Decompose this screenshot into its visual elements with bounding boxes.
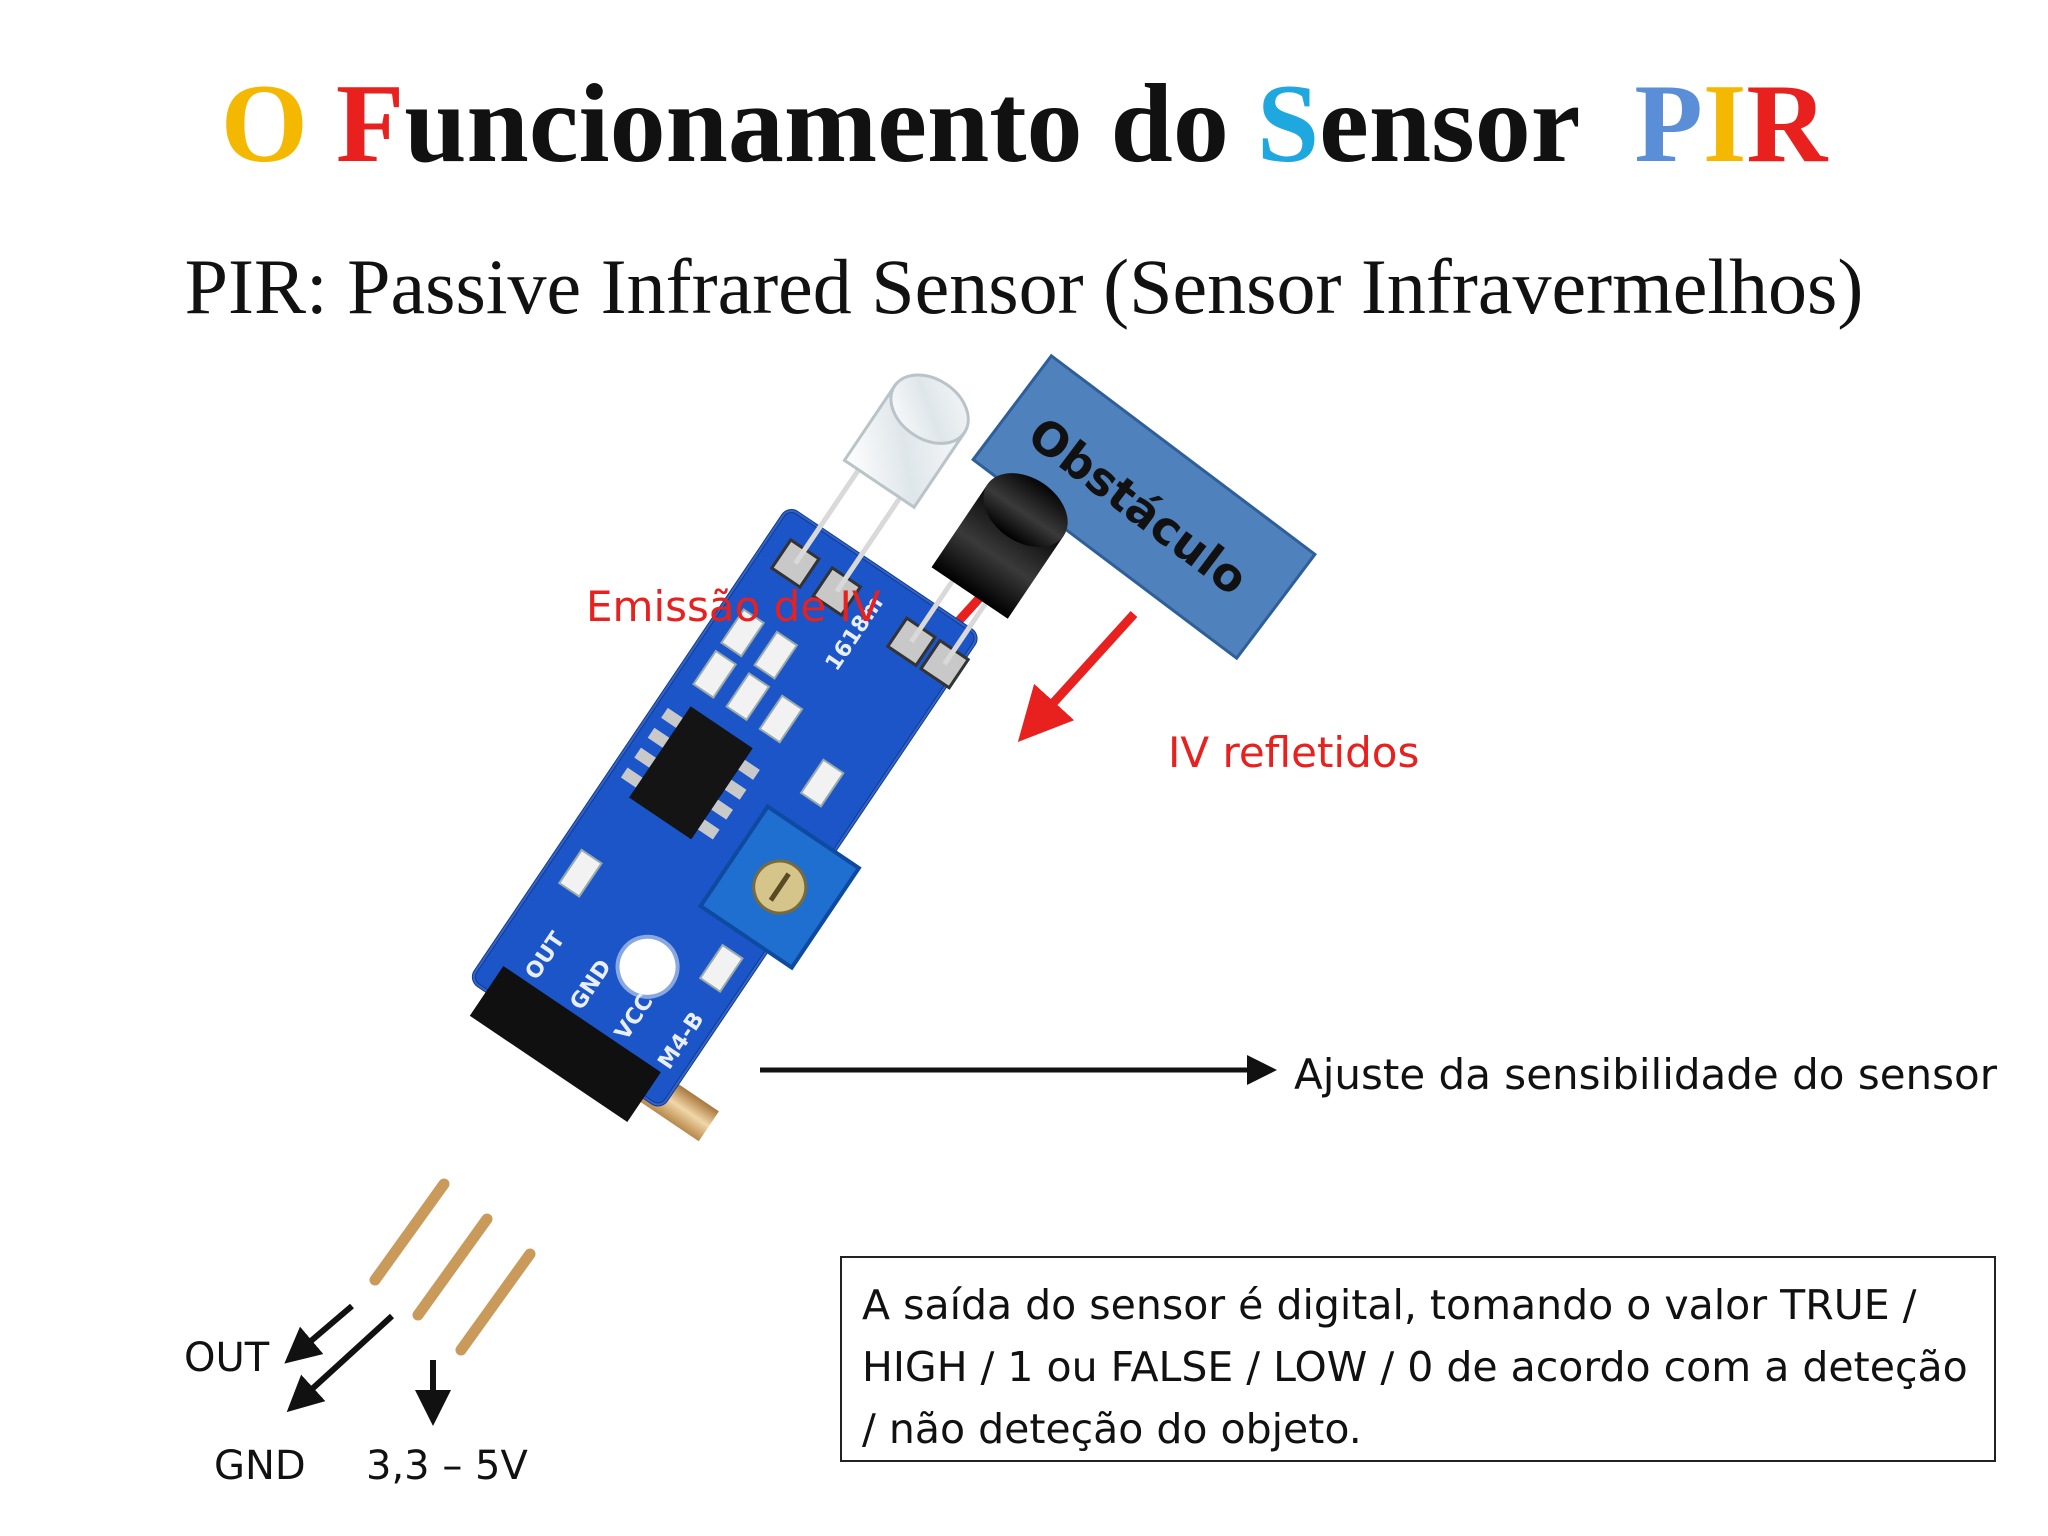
pin-header: [469, 966, 661, 1122]
page-subtitle: PIR: Passive Infrared Sensor (Sensor Inf…: [184, 243, 1864, 330]
gnd-pin-arrow: [286, 1313, 395, 1413]
sensitivity-adjust-label: Ajuste da sensibilidade do sensor: [1294, 1050, 1998, 1099]
comparator-chip: [629, 706, 753, 840]
title-part: P: [1634, 62, 1703, 186]
gnd-pin-label: GND: [214, 1443, 306, 1489]
title-part: S: [1256, 62, 1320, 186]
reflected-label: IV refletidos: [1168, 728, 1420, 777]
sensor-module: OUT GND VCC M4-B 1618m: [469, 373, 1068, 1142]
output-note-box: A saída do sensor é digital, tomando o v…: [840, 1256, 1996, 1462]
connector-pins: [369, 1178, 536, 1356]
title-part: R: [1746, 62, 1828, 186]
title-part: O: [220, 62, 308, 186]
ir-emitter-led: [842, 373, 970, 510]
emission-label: Emissão de IV: [586, 582, 881, 631]
output-note-text: A saída do sensor é digital, tomando o v…: [862, 1281, 1968, 1453]
vcc-pin-label: 3,3 – 5V: [366, 1443, 528, 1489]
mounting-hole: [615, 934, 680, 999]
title-part: uncionamento do: [404, 62, 1257, 186]
ir-receiver-photodiode: [931, 473, 1068, 619]
reflected-arrow: [1017, 610, 1138, 742]
title-part: F: [335, 62, 405, 186]
title-part: ensor: [1319, 62, 1635, 186]
out-pin-label: OUT: [184, 1335, 270, 1381]
out-pin-arrow: [284, 1303, 354, 1364]
title-part: I: [1702, 62, 1747, 186]
page-title: O Funcionamento do Sensor PIR: [0, 68, 2048, 180]
